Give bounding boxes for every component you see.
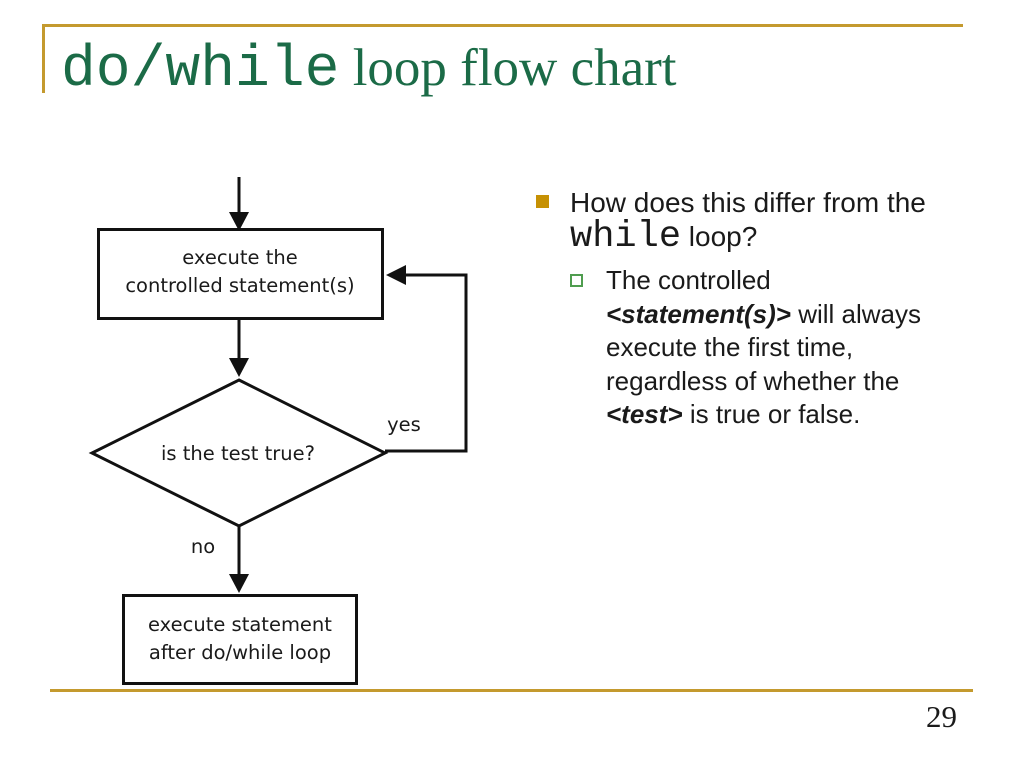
- left-accent-rule: [42, 24, 45, 93]
- main-bullet-item: How does this differ from the while loop…: [536, 186, 946, 256]
- no-edge-arrowhead-icon: [229, 574, 249, 593]
- sub-bullet-square-icon: [570, 274, 583, 287]
- main-text-code-run: while: [570, 216, 682, 258]
- no-edge-label: no: [191, 535, 215, 558]
- decision-diamond: [88, 378, 389, 528]
- sub-text-run3: will always execute the first time, rega…: [606, 298, 921, 396]
- after-loop-box: [122, 594, 358, 685]
- sub-text-test-run: <test>: [606, 399, 683, 429]
- sub-text-run5: is true or false.: [682, 399, 861, 429]
- top-accent-rule: [42, 24, 963, 27]
- title-serif-segment: loop flow chart: [339, 39, 677, 97]
- decision-label: is the test true?: [161, 442, 315, 465]
- page-number: 29: [926, 699, 957, 734]
- sub-bullet-item: The controlled <statement(s)> will alway…: [570, 264, 946, 432]
- bottom-accent-rule: [50, 689, 973, 692]
- bullet-list: How does this differ from the while loop…: [536, 186, 946, 432]
- execute-statements-box: [97, 228, 384, 320]
- yes-loop-arrowhead-icon: [386, 265, 406, 285]
- sub-text-run1: The controlled: [606, 265, 771, 295]
- after-loop-line2: after do/while loop: [149, 641, 331, 664]
- execute-statements-line1: execute the: [182, 246, 298, 269]
- after-loop-line1: execute statement: [148, 613, 332, 636]
- entry-arrowhead-icon: [229, 212, 249, 231]
- execute-statements-line2: controlled statement(s): [125, 274, 354, 297]
- main-text-run1: How does this differ from the: [570, 187, 926, 218]
- page-title: do/while loop flow chart: [61, 42, 677, 100]
- yes-loop-line: [385, 273, 468, 453]
- bullet-square-icon: [536, 195, 549, 208]
- main-text-run2: loop?: [681, 221, 758, 252]
- main-bullet-text: How does this differ from the while loop…: [570, 186, 942, 256]
- yes-edge-label: yes: [387, 413, 421, 436]
- title-code-segment: do/while: [61, 38, 340, 103]
- sub-bullet-text: The controlled <statement(s)> will alway…: [606, 264, 922, 432]
- box-to-decision-arrowhead-icon: [229, 358, 249, 377]
- sub-text-statements-run: <statement(s)>: [606, 298, 791, 329]
